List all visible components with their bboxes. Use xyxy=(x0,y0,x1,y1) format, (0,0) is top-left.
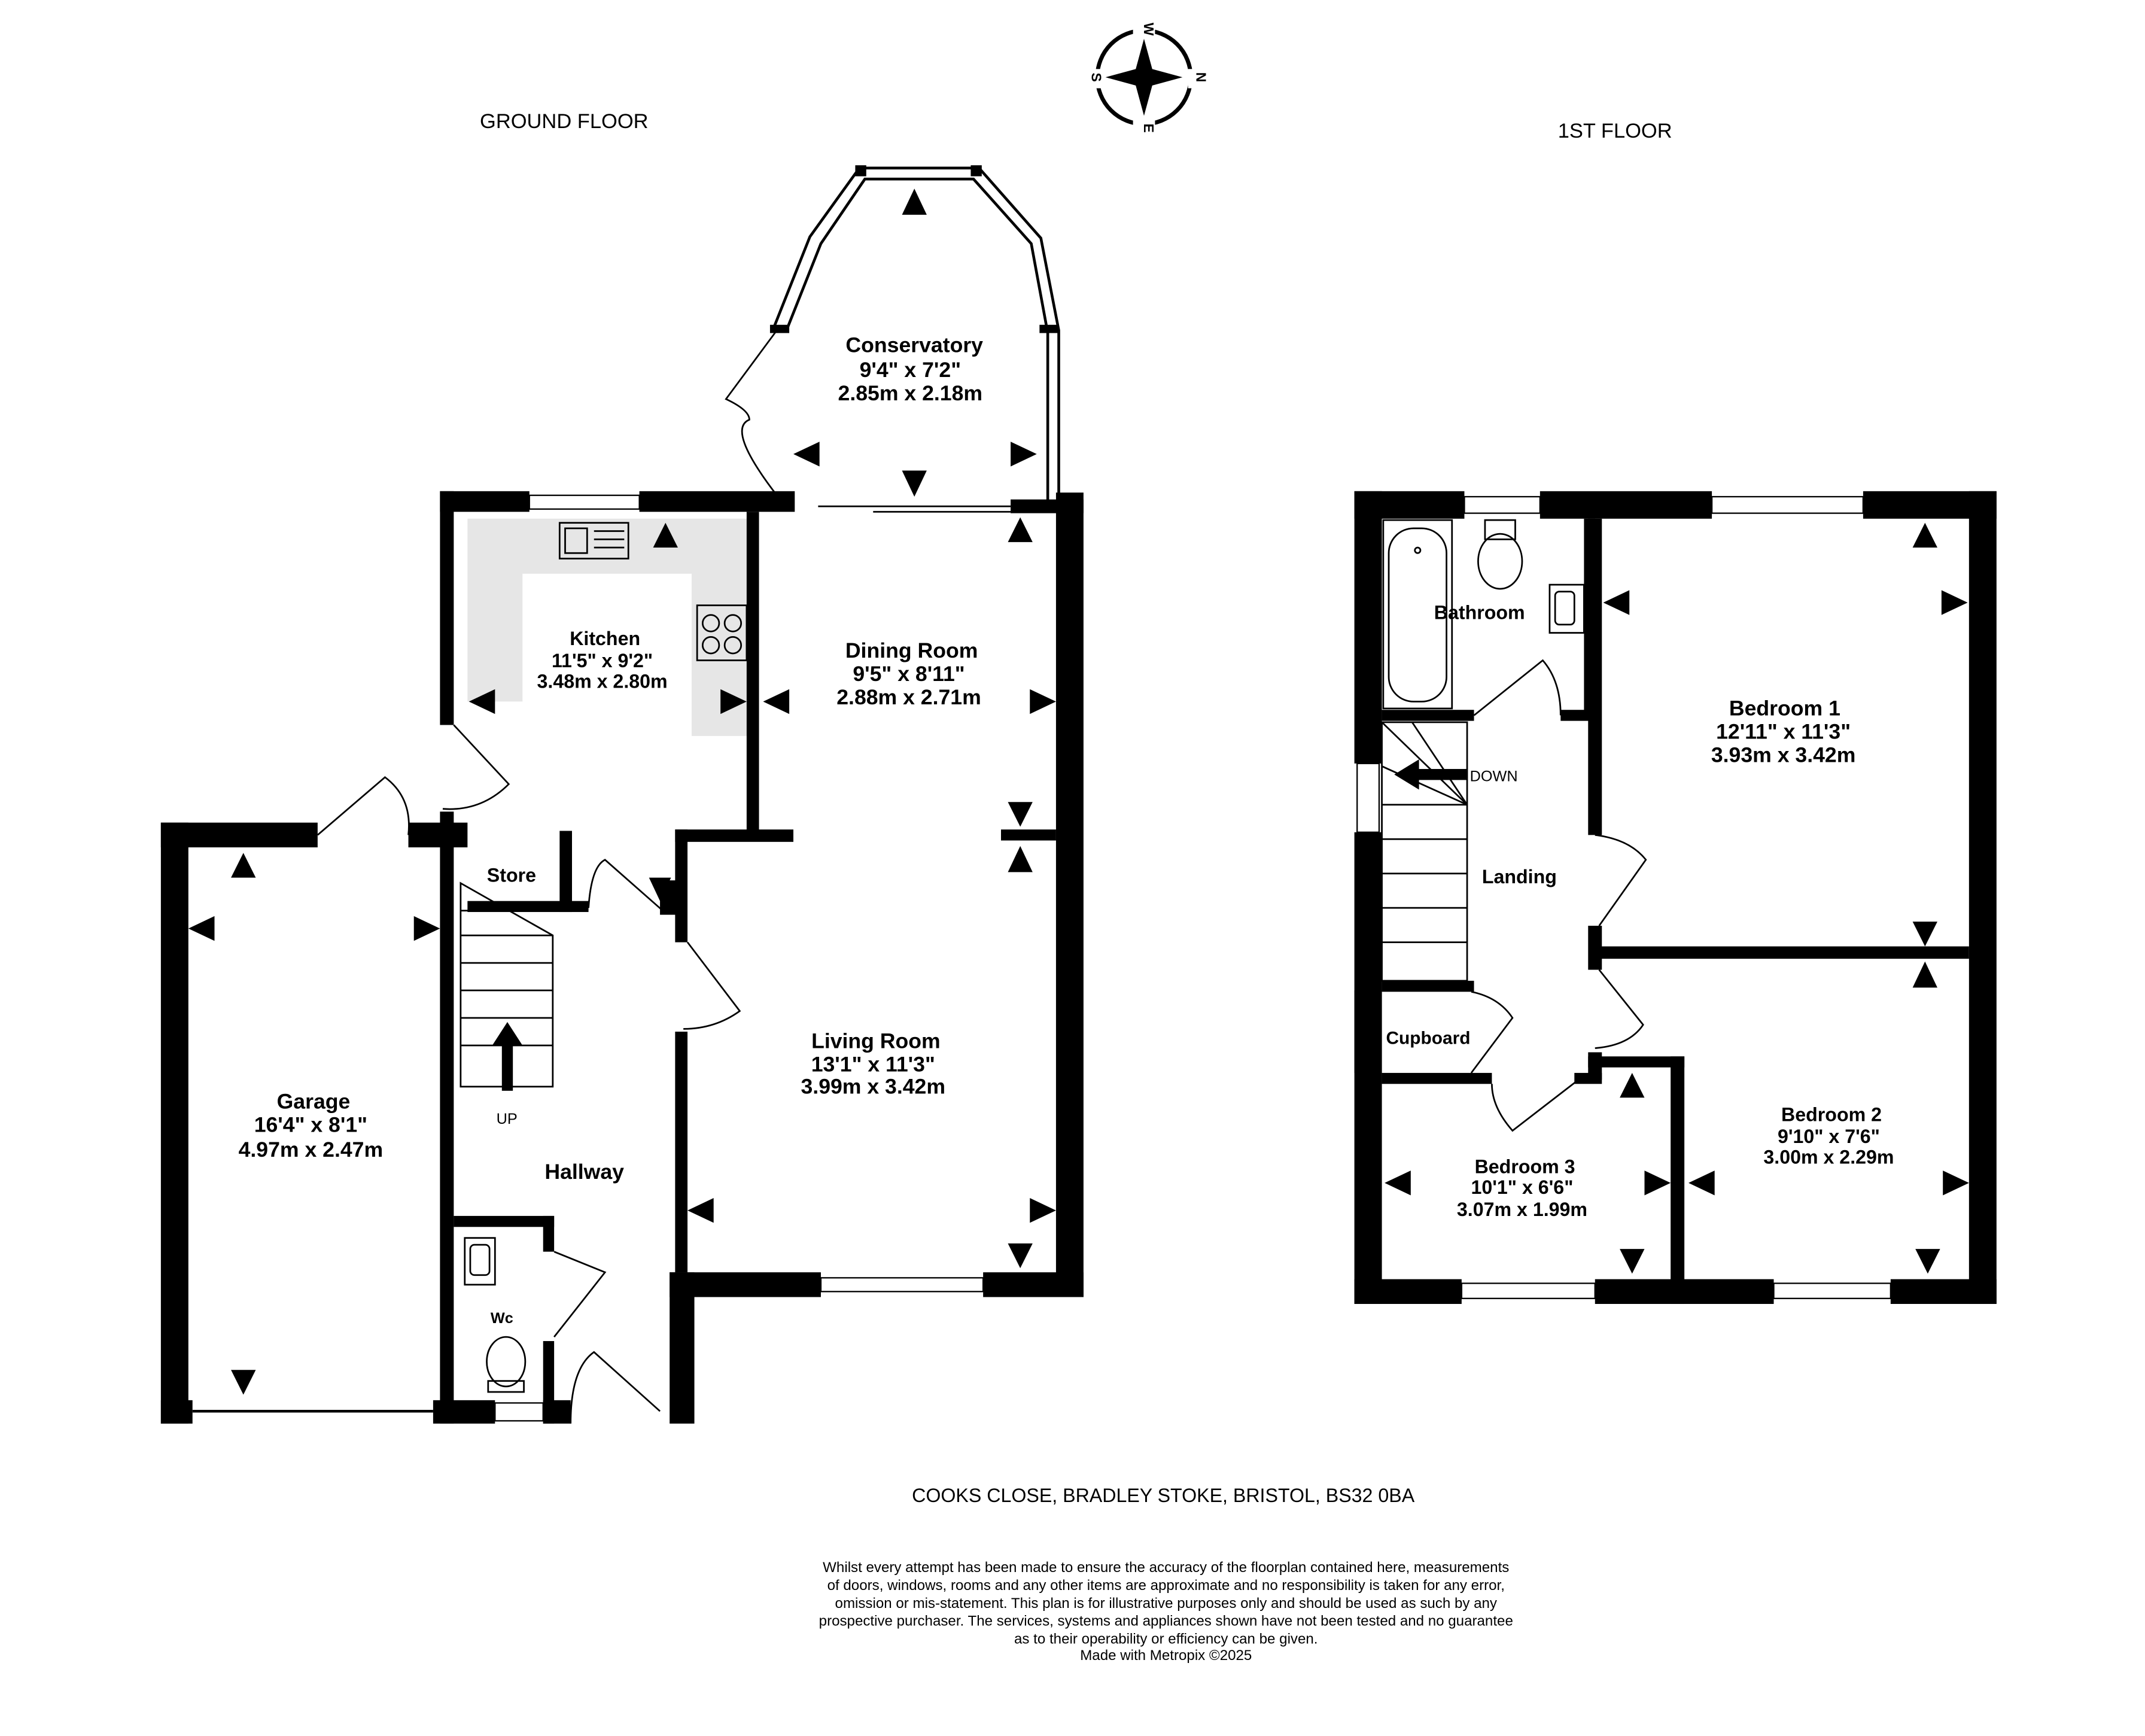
toilet-icon xyxy=(486,1336,527,1393)
ground-stairs xyxy=(460,881,554,1091)
conservatory-imperial: 9'4" x 7'2" xyxy=(860,358,962,382)
disclaimer-line: as to their operability or efficiency ca… xyxy=(1014,1631,1318,1647)
cupboard-label: Cupboard xyxy=(1386,1029,1470,1048)
store-label: Store xyxy=(487,864,536,886)
first-floor-title: 1ST FLOOR xyxy=(1558,120,1672,142)
stairs-up-label: UP xyxy=(497,1111,518,1127)
room-bedroom2: Bedroom 2 9'10" x 7'6" 3.00m x 2.29m xyxy=(1763,1103,1894,1168)
stairs-down-label: DOWN xyxy=(1470,768,1518,785)
kitchen-worktop xyxy=(467,518,747,736)
first-floor-plan: DOWN Bathroom Landing Cupboard Bedroom 1… xyxy=(1354,491,1997,1304)
room-kitchen: Kitchen 11'5" x 9'2" 3.48m x 2.80m xyxy=(537,628,668,692)
bedroom3-metric: 3.07m x 1.99m xyxy=(1457,1199,1587,1220)
cupboard-wall xyxy=(1354,990,1382,1073)
compass-w: W xyxy=(1141,23,1157,36)
ground-floor-plan: Conservatory 9'4" x 7'2" 2.85m x 2.18m K… xyxy=(160,165,1084,1424)
bedroom1-imperial: 12'11" x 11'3" xyxy=(1716,719,1851,743)
bedroom2-metric: 3.00m x 2.29m xyxy=(1763,1147,1894,1168)
kitchen-name: Kitchen xyxy=(570,628,640,649)
disclaimer-line: Whilst every attempt has been made to en… xyxy=(823,1559,1509,1576)
room-bedroom1: Bedroom 1 12'11" x 11'3" 3.93m x 3.42m xyxy=(1711,696,1856,767)
living-imperial: 13'1" x 11'3" xyxy=(811,1053,935,1077)
first-doors xyxy=(1470,659,1647,1132)
disclaimer-line: omission or mis-statement. This plan is … xyxy=(835,1595,1497,1612)
garage-imperial: 16'4" x 8'1" xyxy=(254,1113,367,1137)
conservatory-name: Conservatory xyxy=(845,333,983,357)
compass-s: S xyxy=(1089,72,1105,81)
conservatory-metric: 2.85m x 2.18m xyxy=(838,381,983,405)
bedroom1-name: Bedroom 1 xyxy=(1729,696,1840,720)
room-dining: Dining Room 9'5" x 8'11" 2.88m x 2.71m xyxy=(836,639,981,709)
garage-name: Garage xyxy=(277,1090,351,1114)
room-garage: Garage 16'4" x 8'1" 4.97m x 2.47m xyxy=(239,1090,384,1162)
compass-icon: W N S E xyxy=(1085,19,1209,136)
ground-walls xyxy=(160,491,1084,1424)
wc-label: Wc xyxy=(491,1310,513,1327)
bedroom2-imperial: 9'10" x 7'6" xyxy=(1778,1126,1880,1147)
kitchen-imperial: 11'5" x 9'2" xyxy=(552,650,653,671)
disclaimer-line: of doors, windows, rooms and any other i… xyxy=(827,1577,1505,1594)
up-arrow-icon xyxy=(492,1021,523,1091)
bedroom3-name: Bedroom 3 xyxy=(1475,1156,1575,1178)
dining-imperial: 9'5" x 8'11" xyxy=(853,662,965,686)
toilet-icon xyxy=(1477,519,1523,590)
dining-metric: 2.88m x 2.71m xyxy=(836,685,981,709)
first-stairs: DOWN xyxy=(1381,721,1518,982)
dimension-arrows xyxy=(1385,522,1969,1274)
down-arrow-icon xyxy=(1394,759,1468,790)
bedroom1-metric: 3.93m x 3.42m xyxy=(1711,743,1856,767)
dimension-arrows xyxy=(188,189,1056,1395)
ground-doors xyxy=(317,724,741,1424)
disclaimer-line: prospective purchaser. The services, sys… xyxy=(819,1613,1513,1629)
compass-e: E xyxy=(1141,123,1157,132)
garage-metric: 4.97m x 2.47m xyxy=(239,1138,384,1162)
dining-name: Dining Room xyxy=(845,639,978,662)
living-name: Living Room xyxy=(811,1029,941,1053)
sink-icon xyxy=(558,522,629,560)
room-conservatory: Conservatory 9'4" x 7'2" 2.85m x 2.18m xyxy=(838,333,984,405)
bedroom2-name: Bedroom 2 xyxy=(1781,1103,1882,1125)
living-metric: 3.99m x 3.42m xyxy=(801,1074,946,1098)
ground-floor-title: GROUND FLOOR xyxy=(480,110,649,133)
hallway-label: Hallway xyxy=(544,1160,624,1184)
disclaimer: Whilst every attempt has been made to en… xyxy=(819,1559,1513,1664)
bedroom3-imperial: 10'1" x 6'6" xyxy=(1471,1176,1573,1198)
conservatory-walls xyxy=(725,165,1060,513)
room-bedroom3: Bedroom 3 10'1" x 6'6" 3.07m x 1.99m xyxy=(1457,1156,1587,1220)
wc-basin-icon xyxy=(464,1237,496,1286)
landing-label: Landing xyxy=(1482,866,1557,887)
bathroom-label: Bathroom xyxy=(1434,602,1525,624)
made-with-credit: Made with Metropix ©2025 xyxy=(1080,1647,1252,1664)
room-living: Living Room 13'1" x 11'3" 3.99m x 3.42m xyxy=(801,1029,946,1099)
bath-icon xyxy=(1382,519,1453,710)
address: COOKS CLOSE, BRADLEY STOKE, BRISTOL, BS3… xyxy=(912,1485,1415,1506)
kitchen-metric: 3.48m x 2.80m xyxy=(537,670,668,692)
compass-n: N xyxy=(1193,72,1209,83)
